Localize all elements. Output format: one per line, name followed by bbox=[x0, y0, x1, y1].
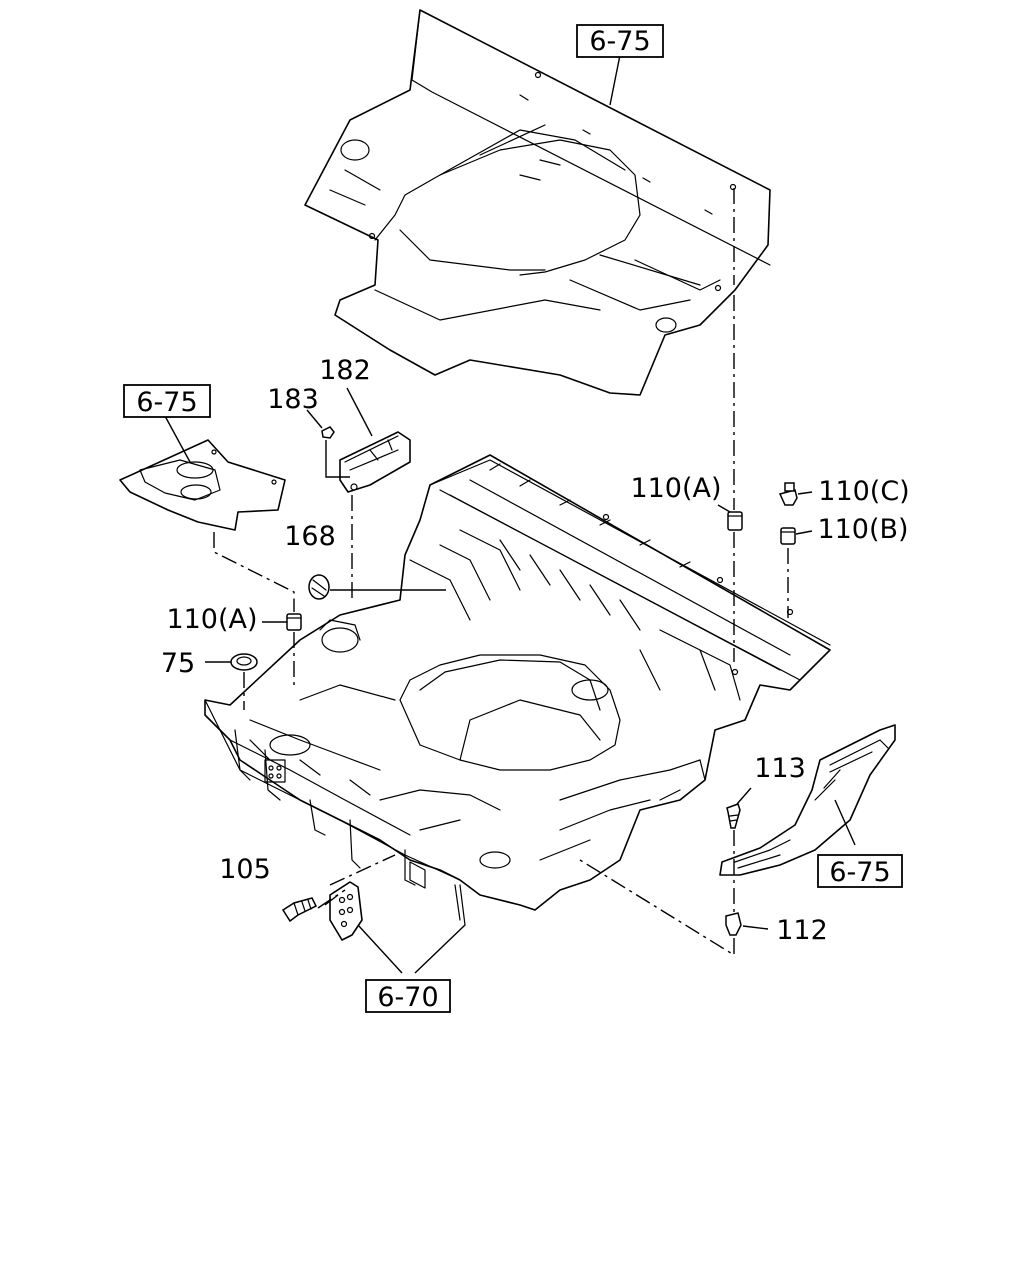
screw-113 bbox=[726, 803, 741, 829]
floor-insulator-panel bbox=[119, 439, 286, 531]
callout-ref-bottom: 6-70 bbox=[365, 979, 451, 1013]
callout-110b: 110(B) bbox=[817, 514, 908, 545]
fastener-168 bbox=[308, 574, 330, 600]
callout-ref-left: 6-75 bbox=[123, 384, 211, 418]
fastener-110c bbox=[778, 482, 798, 506]
grommet-75 bbox=[230, 653, 258, 671]
callout-ref-bottom-text: 6-70 bbox=[377, 982, 438, 1013]
callout-ref-top-text: 6-75 bbox=[589, 26, 650, 57]
callout-112: 112 bbox=[776, 915, 828, 946]
callout-ref-right-text: 6-75 bbox=[829, 857, 890, 888]
fastener-183 bbox=[321, 426, 335, 439]
callout-183: 183 bbox=[267, 384, 319, 415]
rear-floor-panel bbox=[304, 9, 771, 396]
clip-112 bbox=[725, 912, 742, 936]
fastener-110a-right bbox=[727, 511, 743, 531]
callout-ref-right: 6-75 bbox=[817, 854, 903, 888]
callout-105: 105 bbox=[219, 854, 271, 885]
alignment-lines bbox=[213, 188, 789, 957]
callout-ref-left-text: 6-75 bbox=[136, 387, 197, 418]
callout-110a-right: 110(A) bbox=[630, 473, 721, 504]
leader-lines bbox=[164, 54, 856, 974]
callout-75: 75 bbox=[161, 648, 195, 679]
floor-panel-assembly bbox=[204, 454, 831, 926]
callout-110a-left: 110(A) bbox=[166, 604, 257, 635]
bracket-6-70 bbox=[329, 881, 363, 941]
callout-ref-top: 6-75 bbox=[576, 24, 664, 58]
fastener-110a-left bbox=[286, 613, 302, 631]
callout-113: 113 bbox=[754, 753, 806, 784]
bolt-105 bbox=[281, 897, 318, 923]
bracket-182 bbox=[339, 431, 411, 493]
callout-110c: 110(C) bbox=[818, 476, 909, 507]
step-plate bbox=[719, 724, 896, 876]
callout-182: 182 bbox=[319, 355, 371, 386]
callout-168: 168 bbox=[284, 521, 336, 552]
fastener-110b bbox=[780, 527, 796, 545]
